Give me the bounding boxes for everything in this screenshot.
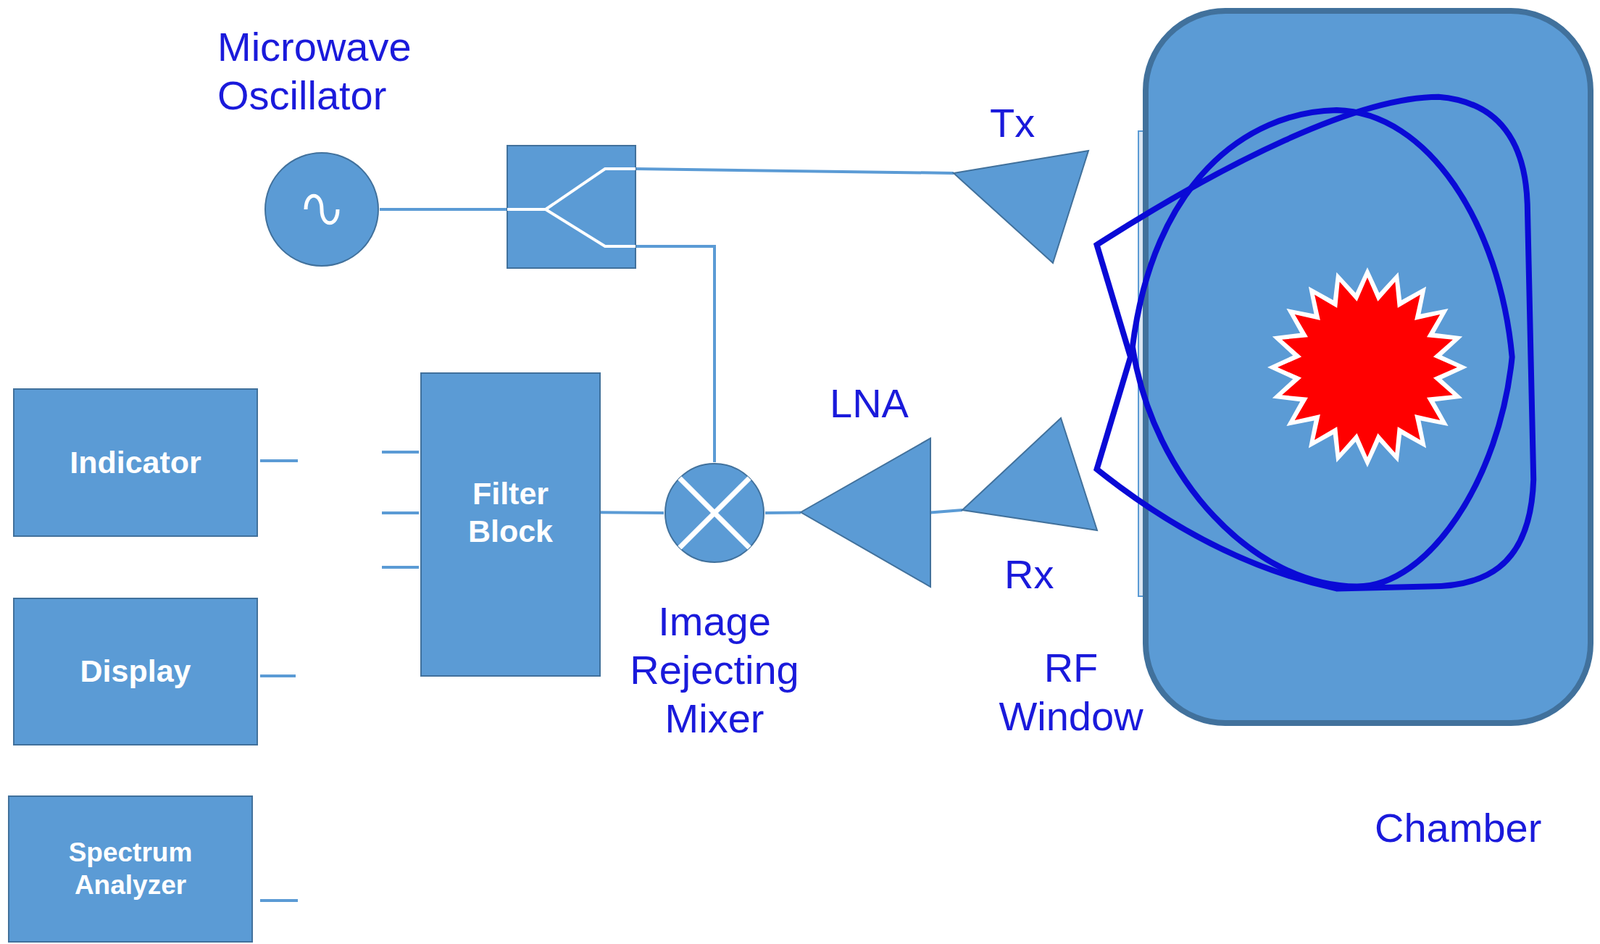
lna-amplifier-triangle: LNA — [800, 438, 931, 587]
oscillator-circle: Microwave Oscillator — [263, 151, 380, 268]
plasma-chamber: Chamber — [1142, 7, 1594, 727]
signal-line — [765, 511, 801, 516]
rx-horn-antenna-outline — [962, 418, 1098, 531]
lna-amplifier-triangle-outline — [800, 438, 931, 587]
display-box: Display — [13, 597, 258, 746]
box-label: Indicator — [69, 444, 202, 482]
component-label: RF Window — [976, 643, 1166, 741]
plasma-burst — [1277, 277, 1458, 458]
component-label: Rx — [1004, 550, 1077, 599]
component-label: Microwave Oscillator — [217, 22, 464, 120]
spectrum-analyzer-box: Spectrum Analyzer — [7, 795, 253, 943]
rx-horn-antenna: Rx — [962, 418, 1098, 531]
oscillator-circle-outline — [263, 151, 380, 268]
filter-block-box: Filter Block — [420, 372, 601, 677]
indicator-box: Indicator — [13, 388, 258, 537]
plasma-burst-outline — [1267, 267, 1468, 468]
signal-line — [600, 510, 664, 515]
plasma-chamber-outline — [1142, 7, 1594, 727]
tx-horn-antenna-outline — [953, 150, 1089, 264]
tx-horn-antenna: Tx — [953, 150, 1089, 264]
component-label: LNA — [829, 378, 932, 428]
component-label: Tx — [989, 98, 1063, 148]
output-stubs — [260, 452, 419, 901]
box-label: Display — [80, 652, 192, 691]
component-label: Image Rejecting Mixer — [598, 597, 831, 744]
power-splitter — [507, 145, 636, 269]
field-loops — [1097, 97, 1535, 590]
mixer-circle: Image Rejecting Mixer — [663, 462, 766, 564]
signal-line — [930, 510, 963, 513]
component-label: Chamber — [1374, 803, 1578, 853]
mixer-circle-outline — [663, 462, 766, 564]
box-label: Spectrum Analyzer — [36, 836, 225, 902]
signal-line — [379, 168, 954, 210]
box-label: Filter Block — [449, 475, 573, 550]
